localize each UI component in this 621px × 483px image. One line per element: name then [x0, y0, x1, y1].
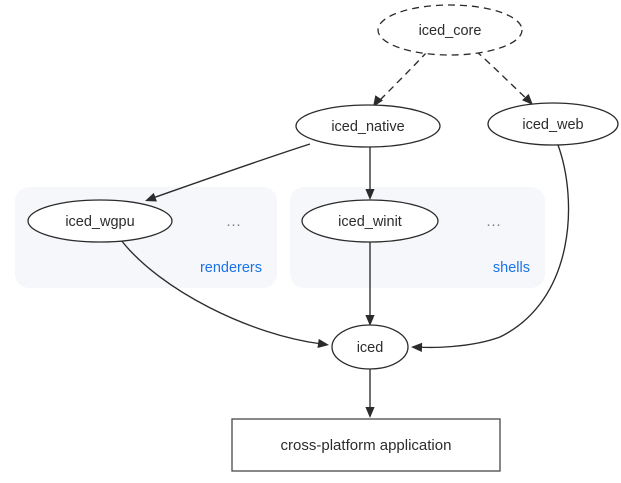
node-iced[interactable]: iced	[331, 324, 409, 370]
node-label-iced_wgpu: iced_wgpu	[65, 214, 134, 230]
node-label-iced_winit: iced_winit	[338, 214, 402, 230]
ellipsis-marker-renderers-more: ...	[226, 214, 241, 230]
arrowhead-winit-to-iced	[365, 315, 375, 326]
node-shape-iced_winit	[301, 199, 439, 243]
node-shape-iced_web	[487, 102, 619, 146]
arrowhead-iced-to-app	[365, 407, 375, 418]
arrowhead-core-to-native	[373, 95, 383, 107]
node-shape-iced	[331, 324, 409, 370]
edge-wgpu-to-iced	[120, 239, 323, 345]
node-shape-iced_wgpu	[27, 199, 173, 243]
cluster-label-shells: shells	[493, 260, 530, 276]
node-iced_wgpu[interactable]: iced_wgpu	[27, 199, 173, 243]
node-label-iced_native: iced_native	[331, 119, 404, 135]
node-shape-iced_native	[295, 104, 441, 148]
boxes-layer: cross-platform application	[231, 418, 501, 472]
edge-core-to-native	[375, 51, 428, 105]
box-application[interactable]: cross-platform application	[231, 418, 501, 472]
node-label-iced_web: iced_web	[522, 117, 583, 133]
node-label-iced_core: iced_core	[419, 23, 482, 39]
node-iced_core[interactable]: iced_core	[377, 4, 523, 56]
arrowhead-native-to-wgpu	[145, 192, 157, 202]
cluster-labels-layer: renderers shells	[200, 260, 530, 276]
node-shape-iced_core	[377, 4, 523, 56]
node-iced_web[interactable]: iced_web	[487, 102, 619, 146]
edges-layer	[120, 50, 570, 418]
arrowhead-wgpu-to-iced	[317, 338, 329, 349]
arrowhead-web-to-iced	[411, 342, 423, 352]
arrowhead-native-to-winit	[365, 189, 375, 200]
node-label-iced: iced	[357, 340, 384, 356]
edge-web-to-iced	[417, 144, 570, 349]
edge-core-to-web	[475, 50, 531, 103]
ellipsis-marker-shells-more: ...	[486, 214, 501, 230]
cluster-label-renderers: renderers	[200, 260, 262, 276]
arrowhead-core-to-web	[522, 93, 533, 105]
box-label-application: cross-platform application	[281, 437, 452, 454]
node-iced_native[interactable]: iced_native	[295, 104, 441, 148]
box-shape-application	[231, 418, 501, 472]
markers-layer: ......	[226, 214, 501, 230]
edge-native-to-wgpu	[149, 143, 311, 200]
node-iced_winit[interactable]: iced_winit	[301, 199, 439, 243]
